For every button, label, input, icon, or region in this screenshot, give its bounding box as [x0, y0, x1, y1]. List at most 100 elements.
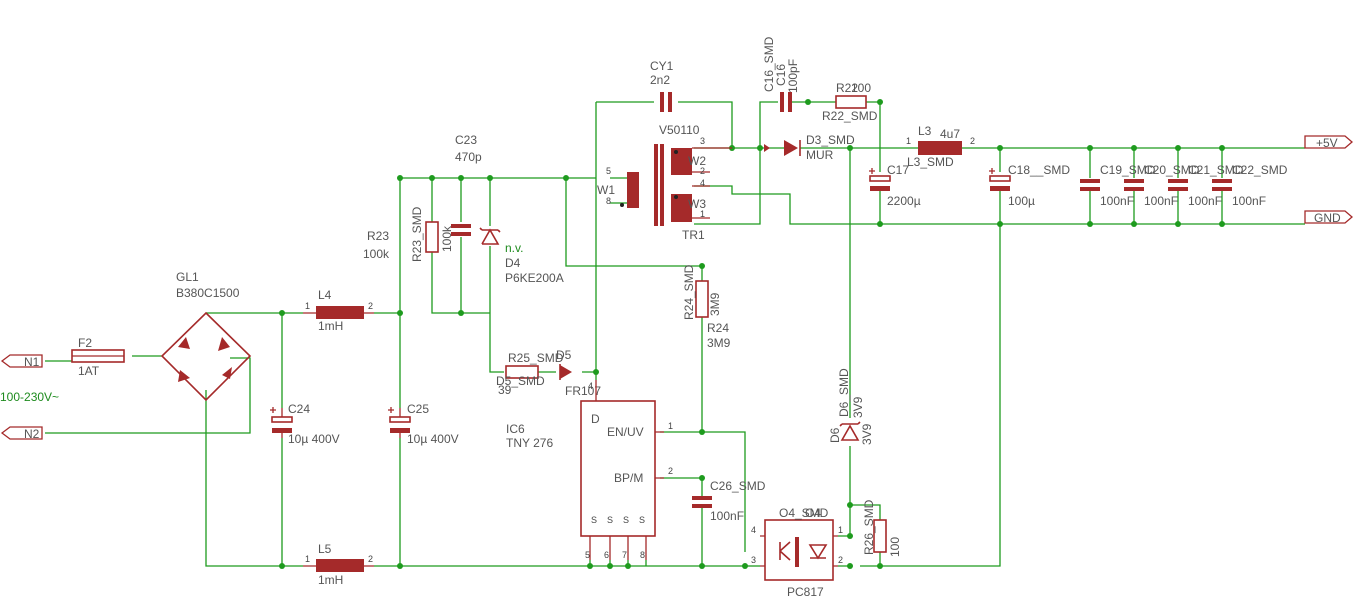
- d6-package: D6_SMD: [837, 368, 851, 417]
- c20-value: 100nF: [1144, 194, 1178, 208]
- optocoupler-o4[interactable]: 4 3 1 2 O4_SMD O4 PC817: [751, 506, 843, 599]
- c24-value: 10µ 400V: [288, 432, 340, 446]
- c21-value: 100nF: [1188, 194, 1222, 208]
- l3-package: L3_SMD: [907, 155, 954, 169]
- d3-name: D3_SMD: [806, 133, 855, 147]
- c26-name: C26_SMD: [710, 479, 766, 493]
- l4-pin1: 1: [305, 301, 310, 311]
- l4-value: 1mH: [318, 319, 343, 333]
- capacitor-c16[interactable]: C16_SMD C16 100pF: [762, 36, 800, 112]
- resistor-r22[interactable]: R22 100 R22_SMD: [822, 81, 878, 123]
- d5-value: FR107: [565, 384, 601, 398]
- r22-value: 100: [851, 81, 871, 95]
- capacitor-c26[interactable]: C26_SMD 100nF: [692, 479, 766, 523]
- resistor-r24[interactable]: R24_SMD 3M9 R24 3M9: [682, 264, 731, 350]
- gl1-value: B380C1500: [176, 286, 240, 300]
- zener-diode-d6[interactable]: D6 D6_SMD 3V9 3V9: [828, 368, 874, 445]
- ic6-s3: S: [623, 515, 629, 525]
- o4-pin3: 3: [751, 555, 756, 565]
- d6-name: D6: [828, 427, 842, 443]
- c25-value: 10µ 400V: [407, 432, 459, 446]
- tr1-value: V50110: [659, 123, 700, 137]
- resistor-r26[interactable]: R26_SMD 100: [862, 499, 902, 557]
- resistor-r25[interactable]: R25_SMD D5_SMD 39: [496, 351, 564, 397]
- tvs-diode-d4[interactable]: n.v. D4 P6KE200A: [479, 227, 564, 285]
- l5-name: L5: [318, 542, 332, 556]
- capacitor-c20[interactable]: C20_SMD 100nF: [1124, 163, 1200, 208]
- f2-value: 1AT: [78, 364, 100, 378]
- tr1-w1: W1: [597, 183, 615, 197]
- diode-d3[interactable]: D3_SMD MUR: [764, 133, 855, 162]
- ic6-pin-en: EN/UV: [607, 425, 644, 439]
- r24-package: R24_SMD: [682, 264, 696, 320]
- tr1-name: TR1: [682, 228, 705, 242]
- r25-value: 39: [498, 383, 512, 397]
- port-vout[interactable]: +5V: [1304, 135, 1353, 150]
- inductor-l4[interactable]: 1 2 L4 1mH: [303, 288, 374, 333]
- ic6-pin2: 2: [668, 466, 673, 476]
- ic6-value: TNY 276: [506, 436, 553, 450]
- tr1-pin2: 2: [700, 166, 705, 176]
- inductor-l5[interactable]: 1 2 L5 1mH: [303, 542, 374, 587]
- ic6-pin5: 5: [585, 550, 590, 560]
- ic6-name: IC6: [506, 422, 525, 436]
- port-n2[interactable]: N2: [0, 426, 43, 441]
- ic6-pin6: 6: [604, 550, 609, 560]
- c18-name: C18__SMD: [1008, 163, 1070, 177]
- capacitor-c24[interactable]: C24 10µ 400V: [270, 402, 340, 446]
- o4-pin1: 1: [838, 525, 843, 535]
- ic6-pin8: 8: [640, 550, 645, 560]
- capacitor-c23[interactable]: C23 470p: [451, 133, 482, 236]
- c19-value: 100nF: [1100, 194, 1134, 208]
- c26-value: 100nF: [710, 509, 744, 523]
- port-n1[interactable]: N1: [0, 354, 43, 369]
- o4-pin4: 4: [751, 525, 756, 535]
- c21-name: C21_SMD: [1188, 163, 1244, 177]
- capacitor-c19[interactable]: C19_SMD 100nF: [1080, 163, 1156, 208]
- r26-value: 100: [888, 537, 902, 557]
- capacitor-cy1[interactable]: CY1 2n2: [650, 59, 674, 112]
- capacitor-c17[interactable]: C17 2200µ: [869, 163, 921, 208]
- capacitor-c21[interactable]: C21_SMD 100nF: [1168, 163, 1244, 208]
- tr1-pin8: 8: [606, 196, 611, 206]
- inductor-l3[interactable]: 1 2 L3 4u7 L3_SMD: [906, 124, 975, 169]
- d5-name: D5: [556, 348, 572, 362]
- r23-name: R23: [367, 229, 389, 243]
- c16-package: C16_SMD: [762, 36, 776, 92]
- port-gnd[interactable]: GND: [1304, 210, 1353, 225]
- l4-pin2: 2: [368, 301, 373, 311]
- input-voltage-label: 100-230V~: [0, 390, 59, 404]
- fuse-f2[interactable]: F2 1AT: [71, 336, 125, 378]
- tr1-w2: W2: [688, 154, 706, 168]
- capacitor-c18[interactable]: C18__SMD 100µ: [989, 163, 1070, 208]
- diode-d5[interactable]: D5 FR107: [556, 348, 601, 398]
- r25-alt: D5_SMD: [496, 374, 545, 388]
- port-n2-label: N2: [24, 427, 40, 441]
- c24-name: C24: [288, 402, 310, 416]
- l5-value: 1mH: [318, 573, 343, 587]
- c25-name: C25: [407, 402, 429, 416]
- l3-pin1: 1: [906, 136, 911, 146]
- d3-value: MUR: [806, 148, 834, 162]
- l3-name: L3: [918, 124, 932, 138]
- gl1-name: GL1: [176, 270, 199, 284]
- bridge-rectifier-gl1[interactable]: GL1 B380C1500: [160, 270, 252, 402]
- l4-name: L4: [318, 288, 332, 302]
- r22-name: R22: [836, 81, 858, 95]
- c19-name: C19_SMD: [1100, 163, 1156, 177]
- o4-value: PC817: [787, 585, 824, 599]
- r24-value-vertical: 3M9: [708, 292, 722, 316]
- ic6-pin1: 1: [668, 421, 673, 431]
- o4-name: O4_SMD: [779, 506, 829, 520]
- resistor-r23[interactable]: R23 100k R23_SMD 100k: [363, 206, 454, 262]
- capacitor-c22[interactable]: C22_SMD 100nF: [1212, 163, 1288, 208]
- cy1-value: 2n2: [650, 73, 670, 87]
- ic-ic6[interactable]: D EN/UV BP/M S S S S 4 1 2 5 6 7 8 IC6 T…: [506, 380, 673, 560]
- capacitor-c25[interactable]: C25 10µ 400V: [388, 402, 459, 446]
- r26-name: R26_SMD: [862, 499, 876, 555]
- c22-name: C22_SMD: [1232, 163, 1288, 177]
- transformer-tr1[interactable]: 5 8 3 2 4 1 W1 W2 W3 V50110 TR1: [597, 123, 732, 242]
- ic6-s4: S: [639, 515, 645, 525]
- tr1-pin1: 1: [700, 209, 705, 219]
